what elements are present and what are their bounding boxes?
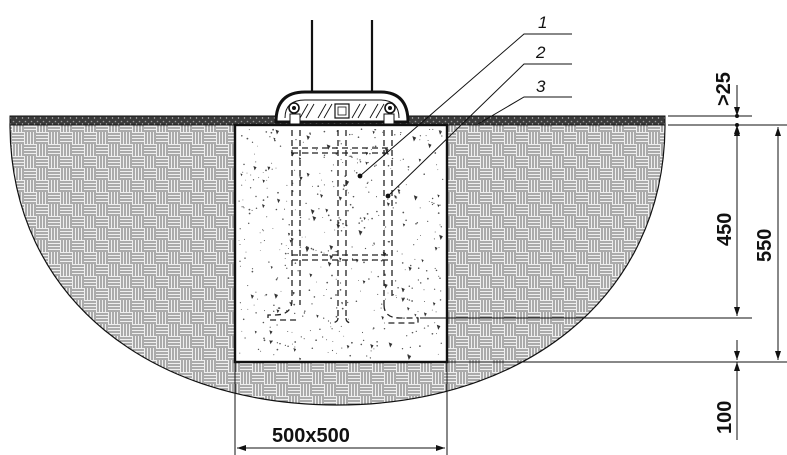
callout-2-label: 2: [535, 43, 546, 62]
anchor-cage: [267, 130, 419, 324]
leader-lines: [357, 33, 572, 199]
dimension-foundation-size: [234, 362, 448, 455]
dimension-top-clearance-label: >25: [713, 72, 735, 106]
dimension-total-depth-label: 550: [754, 229, 776, 262]
dimension-embed-depth-label: 450: [714, 213, 736, 246]
bollard-housing: [274, 90, 410, 125]
callout-1-label: 1: [538, 13, 547, 32]
dimension-bottom-layer-label: 100: [714, 401, 736, 434]
callout-3-label: 3: [536, 77, 546, 96]
concrete-texture: [238, 128, 444, 361]
dimension-foundation-size-label: 500x500: [272, 425, 350, 447]
